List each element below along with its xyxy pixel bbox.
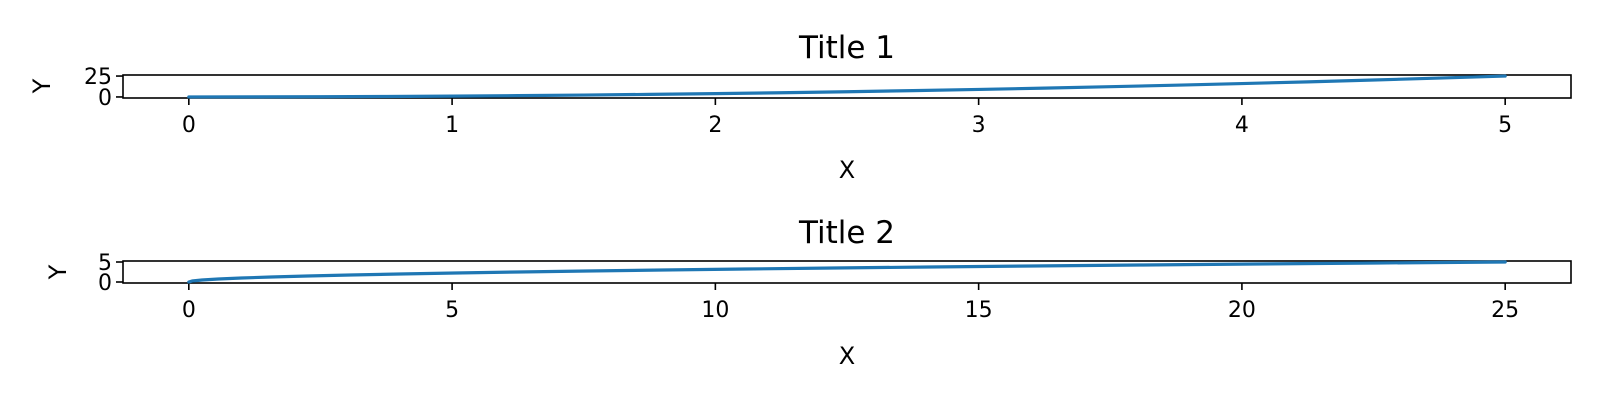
- x-tick-label: 2: [708, 113, 722, 138]
- subplot-1-x-axis-label: X: [839, 156, 855, 184]
- subplot-2-y-ticks: 05: [98, 251, 123, 296]
- subplot-2-y-axis-label: Y: [44, 264, 72, 280]
- subplot-2-frame: [122, 260, 1572, 284]
- x-tick-label: 5: [445, 298, 459, 323]
- subplot-2-x-axis-label: X: [839, 342, 855, 370]
- subplot-1-x-ticks: 0 1 2 3 4 5: [182, 98, 1512, 138]
- y-tick-label: 0: [98, 86, 112, 111]
- subplot-2-x-ticks: 0 5 10 15 20 25: [182, 283, 1519, 323]
- x-tick-label: 20: [1228, 298, 1256, 323]
- x-tick-label: 4: [1235, 113, 1249, 138]
- subplot-1-y-axis-label: Y: [28, 78, 56, 94]
- x-tick-label: 15: [965, 298, 993, 323]
- subplot-2-title: Title 2: [798, 215, 895, 251]
- y-tick-label: 5: [98, 251, 112, 276]
- x-tick-label: 5: [1498, 113, 1512, 138]
- x-tick-label: 1: [445, 113, 459, 138]
- x-tick-label: 0: [182, 298, 196, 323]
- x-tick-label: 3: [972, 113, 986, 138]
- subplot-1-series-line: [187, 74, 1507, 99]
- subplot-1-title: Title 1: [798, 30, 895, 66]
- subplot-1-frame: [122, 74, 1572, 99]
- subplot-1-y-ticks: 025: [84, 65, 123, 111]
- y-tick-label: 25: [84, 65, 112, 90]
- x-tick-label: 10: [701, 298, 729, 323]
- x-tick-label: 25: [1491, 298, 1519, 323]
- y-tick-label: 0: [98, 271, 112, 296]
- x-tick-label: 0: [182, 113, 196, 138]
- subplot-2-series-line: [187, 260, 1507, 284]
